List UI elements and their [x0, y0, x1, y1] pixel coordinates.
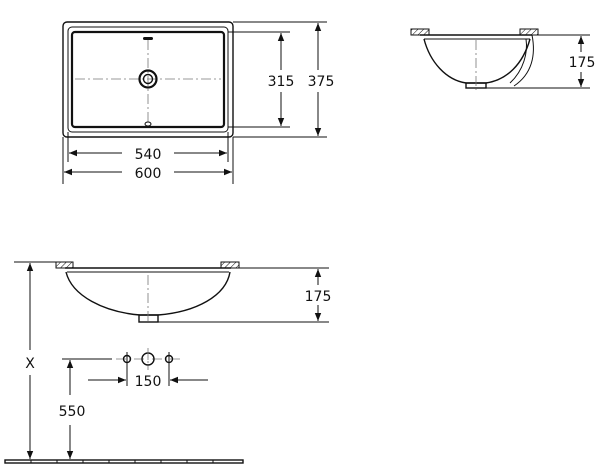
- floor-line: [4, 459, 244, 464]
- dim-540-label: 540: [135, 147, 162, 163]
- dim-315-label: 315: [268, 74, 295, 90]
- dim-600-label: 600: [135, 166, 162, 182]
- dim-150-label: 150: [135, 374, 162, 390]
- drain-outer: [138, 69, 158, 89]
- front-view: 175 150 550 X: [4, 261, 332, 464]
- rear-hole: [144, 121, 152, 127]
- side-bowl-back-wall: [509, 38, 527, 84]
- basin-bowl-outline: [70, 30, 226, 129]
- countertop-hatch-right: [519, 28, 539, 36]
- front-countertop-hatch-left: [55, 261, 74, 269]
- front-drain: [138, 314, 159, 323]
- basin-rim-inner-edge: [67, 26, 229, 133]
- side-dim-175-label: 175: [569, 55, 596, 71]
- side-view: 175: [410, 28, 596, 90]
- countertop-hatch-left: [410, 28, 430, 36]
- front-countertop-hatch-right: [220, 261, 240, 269]
- basin-outer-rim: [62, 21, 234, 138]
- drain-inner: [142, 73, 154, 85]
- side-bowl-back-wall-outer: [513, 34, 534, 87]
- side-bowl-outer: [423, 38, 531, 84]
- dim-550-label: 550: [59, 404, 86, 420]
- dim-x-label: X: [25, 356, 35, 372]
- top-view: 540 600 315 375: [62, 21, 335, 184]
- floor-segments: [30, 460, 214, 463]
- front-dim-175-label: 175: [305, 289, 332, 305]
- overflow-slot: [143, 37, 153, 40]
- dim-375-label: 375: [308, 74, 335, 90]
